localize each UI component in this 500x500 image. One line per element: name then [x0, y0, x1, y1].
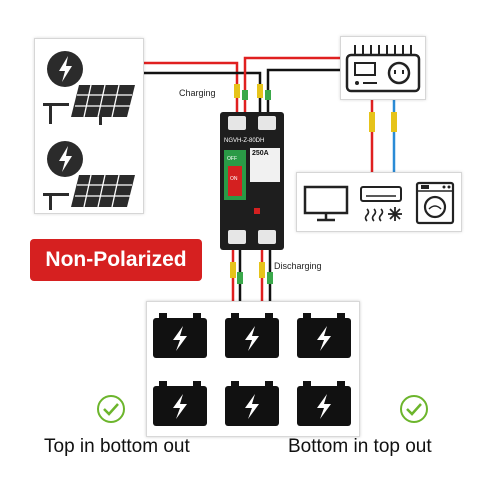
breaker-on-label: ON: [230, 176, 238, 182]
check-icon: [400, 395, 428, 423]
appliances-box: [296, 172, 462, 232]
non-polarized-badge: Non-Polarized: [30, 239, 202, 281]
breaker-top-terminal-right: [258, 116, 276, 130]
solar-panel-icon: [43, 51, 135, 210]
charging-wire-black: [140, 71, 262, 112]
caption-right: Bottom in top out: [288, 436, 432, 457]
breaker-off-label: OFF: [227, 156, 237, 162]
circuit-breaker: NGVH-Z-80DH OFF ON 250A: [220, 112, 284, 250]
inverter-box: [340, 36, 426, 100]
tv-icon: [303, 185, 349, 222]
caption-left: Top in bottom out: [44, 436, 190, 457]
battery-bank: [146, 301, 360, 437]
battery-icon: [297, 381, 351, 426]
discharging-label: Discharging: [274, 261, 322, 271]
breaker-red-dot: [254, 208, 260, 214]
battery-icon: [297, 313, 351, 358]
breaker-top-terminal-left: [228, 116, 246, 130]
battery-icon: [153, 381, 207, 426]
breaker-handle[interactable]: ON: [228, 166, 242, 196]
air-conditioner-icon: [360, 186, 402, 222]
washing-machine-icon: [415, 181, 455, 225]
charging-label: Charging: [179, 88, 216, 98]
solar-panels-box: [34, 38, 144, 214]
inverter-wire-black: [266, 68, 340, 112]
breaker-model-label: NGVH-Z-80DH: [224, 138, 265, 144]
battery-icon: [225, 381, 279, 426]
breaker-bottom-terminal-right: [258, 230, 276, 244]
battery-icon: [153, 313, 207, 358]
breaker-spec-plate: 250A: [250, 148, 280, 182]
connectors: [230, 84, 397, 284]
breaker-rating-label: 250A: [252, 150, 269, 157]
breaker-bottom-terminal-left: [228, 230, 246, 244]
inverter-icon: [345, 45, 421, 93]
check-icon: [97, 395, 125, 423]
battery-icon: [225, 313, 279, 358]
